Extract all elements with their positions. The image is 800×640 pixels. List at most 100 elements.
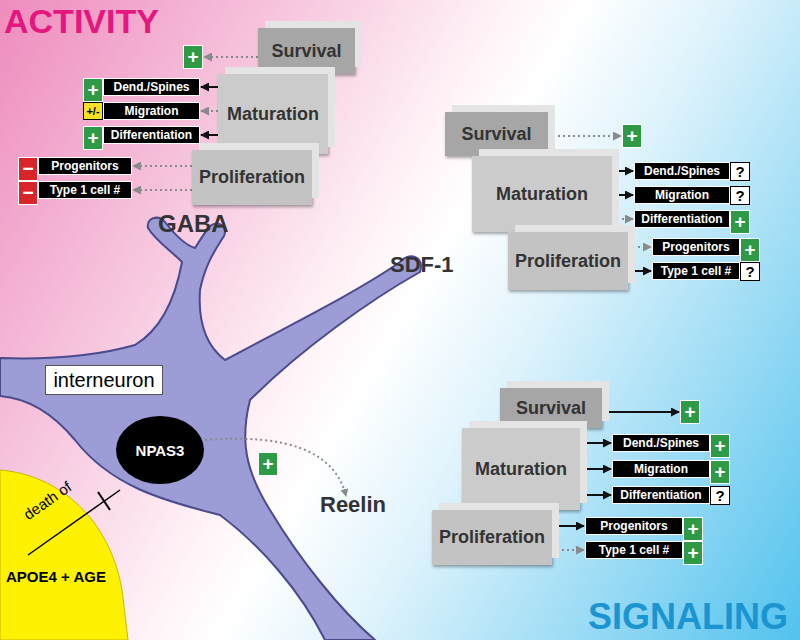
- outcome-label: Differentiation: [103, 126, 200, 144]
- positive-sign: +: [683, 517, 703, 541]
- unknown-sign: ?: [710, 486, 730, 505]
- node-text: Proliferation: [439, 527, 545, 548]
- node-text: Progenitors: [600, 519, 667, 533]
- node-text: +: [714, 435, 725, 457]
- node-text: ?: [735, 187, 744, 204]
- process-box: Survival: [500, 388, 602, 428]
- connector-arrow: [612, 218, 633, 220]
- text-label: GABA: [158, 210, 229, 238]
- apoe4-region: [0, 470, 128, 640]
- interneuron-body: [0, 218, 421, 640]
- node-text: Maturation: [227, 104, 319, 125]
- node-text: Dend./Spines: [623, 436, 699, 450]
- process-box: Maturation: [472, 156, 612, 232]
- connector-arrow: [628, 270, 651, 272]
- node-text: −: [22, 182, 33, 204]
- node-text: Differentiation: [620, 488, 701, 502]
- node-text: Type 1 cell #: [599, 543, 669, 557]
- node-text: ?: [735, 163, 744, 180]
- connector-arrow: [133, 189, 192, 191]
- node-text: Differentiation: [641, 212, 722, 226]
- connector-arrow: [602, 411, 679, 413]
- node-text: +: [687, 518, 698, 540]
- node-text: +: [262, 453, 273, 475]
- negative-sign: −: [18, 157, 38, 181]
- text-label: SIGNALING: [588, 596, 788, 638]
- positive-sign: +: [730, 210, 750, 234]
- positive-sign: +: [740, 238, 760, 262]
- connector-arrow: [612, 194, 633, 196]
- outcome-label: Type 1 cell #: [652, 262, 740, 280]
- node-text: ?: [715, 487, 724, 504]
- node-text: +/-: [86, 105, 99, 117]
- text-label: ACTIVITY: [4, 2, 159, 41]
- connector-arrow: [548, 135, 621, 137]
- node-text: Progenitors: [662, 240, 729, 254]
- positive-sign: +: [680, 400, 700, 424]
- node-text: Migration: [125, 104, 179, 118]
- node-text: +: [626, 125, 637, 147]
- connector-arrow: [580, 494, 611, 496]
- positive-sign: +: [622, 124, 642, 148]
- outcome-label: Dend./Spines: [103, 78, 200, 96]
- text-label: SDF-1: [390, 252, 454, 278]
- node-text: Migration: [634, 462, 688, 476]
- connector-arrow: [201, 110, 218, 112]
- node-text: −: [22, 158, 33, 180]
- node-text: +: [87, 127, 98, 149]
- node-text: +: [687, 542, 698, 564]
- node-text: Survival: [271, 41, 341, 62]
- outcome-label: Migration: [612, 460, 710, 478]
- node-text: Proliferation: [199, 167, 305, 188]
- node-text: Dend./Spines: [644, 164, 720, 178]
- process-box: Survival: [258, 28, 355, 74]
- positive-sign: +: [183, 45, 203, 69]
- gene-ellipse: NPAS3: [115, 415, 205, 485]
- positive-sign: +: [710, 460, 730, 484]
- positive-sign: +: [258, 452, 278, 476]
- node-text: NPAS3: [136, 442, 185, 459]
- npas3-reelin-arrow: [205, 439, 346, 496]
- connector-arrow: [204, 56, 258, 58]
- negative-sign: −: [18, 181, 38, 205]
- node-text: ?: [745, 263, 754, 280]
- node-text: Differentiation: [111, 128, 192, 142]
- connector-arrow: [201, 134, 218, 136]
- unknown-sign: ?: [730, 162, 750, 181]
- positive-sign: +: [710, 434, 730, 458]
- node-text: +: [714, 461, 725, 483]
- outcome-label: Progenitors: [652, 238, 740, 256]
- connector-arrow: [552, 549, 584, 551]
- text-label: Reelin: [320, 492, 386, 518]
- node-text: +: [187, 46, 198, 68]
- connector-arrow: [612, 170, 633, 172]
- node-text: +: [87, 79, 98, 101]
- node-text: Type 1 cell #: [50, 183, 120, 197]
- process-box: Survival: [445, 112, 548, 156]
- node-text: +: [734, 211, 745, 233]
- node-text: +: [744, 239, 755, 261]
- mixed-sign: +/-: [83, 102, 103, 120]
- node-text: Survival: [461, 124, 531, 145]
- node-text: Maturation: [496, 184, 588, 205]
- node-text: Survival: [516, 398, 586, 419]
- outcome-label: Progenitors: [585, 517, 683, 535]
- process-box: Maturation: [462, 428, 580, 510]
- outcome-label: Type 1 cell #: [38, 181, 132, 199]
- outcome-label: Type 1 cell #: [585, 541, 683, 559]
- unknown-sign: ?: [740, 262, 760, 281]
- node-text: +: [684, 401, 695, 423]
- process-box: Proliferation: [192, 150, 312, 205]
- connector-arrow: [580, 468, 611, 470]
- connector-arrow: [201, 86, 218, 88]
- positive-sign: +: [83, 78, 103, 102]
- process-box: Maturation: [218, 74, 328, 154]
- outcome-label: Dend./Spines: [634, 162, 730, 180]
- text-label: APOE4 + AGE: [6, 568, 106, 585]
- positive-sign: +: [683, 541, 703, 565]
- connector-arrow: [628, 246, 651, 248]
- connector-arrow: [552, 525, 584, 527]
- outcome-label: Migration: [634, 186, 730, 204]
- node-text: Migration: [655, 188, 709, 202]
